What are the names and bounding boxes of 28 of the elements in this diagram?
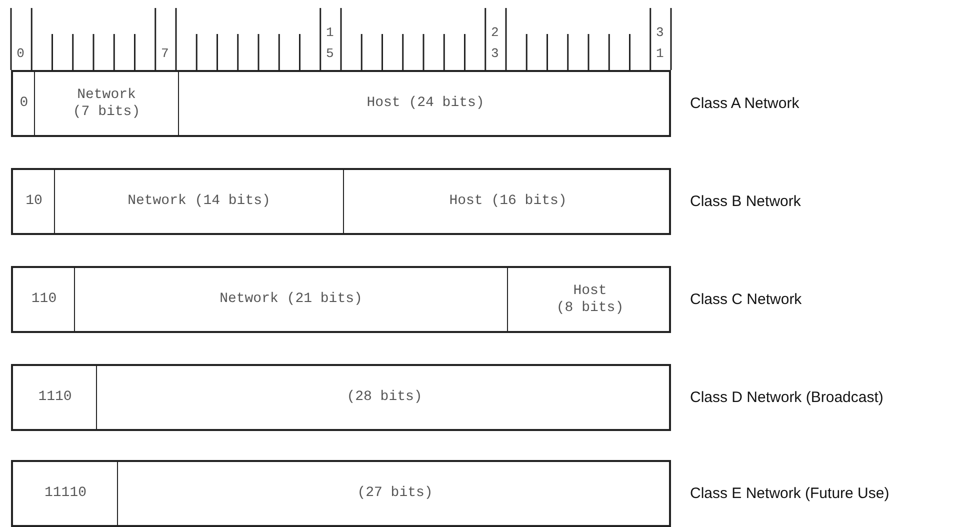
class-label: Class B Network (690, 193, 801, 210)
field-label: 1110 (38, 389, 72, 406)
bit-number: 23 (490, 24, 500, 64)
address-format-bar (11, 460, 671, 527)
field-label: 110 (31, 291, 57, 308)
bit-number: 15 (324, 24, 335, 64)
field-label: Host (8 bits) (555, 282, 625, 316)
field-label: 10 (26, 193, 42, 210)
class-label: Class A Network (690, 95, 800, 112)
field-label: Network (7 bits) (72, 86, 142, 120)
bit-number: 7 (160, 45, 170, 64)
field-label: (27 bits) (357, 485, 433, 502)
class-label: Class D Network (Broadcast) (690, 389, 884, 406)
class-label: Class C Network (690, 291, 802, 308)
bit-number: 31 (654, 24, 665, 64)
address-format-bar (11, 364, 671, 431)
bit-number: 0 (16, 45, 26, 64)
class-label: Class E Network (Future Use) (690, 485, 890, 502)
address-format-bar (11, 168, 671, 235)
field-label: (28 bits) (346, 389, 422, 406)
field-label: 11110 (44, 485, 86, 502)
field-label: Host (24 bits) (366, 95, 484, 112)
address-format-bar (11, 266, 671, 333)
address-format-bar (11, 70, 671, 137)
field-label: Network (14 bits) (128, 193, 270, 210)
field-label: Host (16 bits) (449, 193, 567, 210)
field-label: 0 (20, 95, 28, 112)
field-label: Network (21 bits) (220, 291, 362, 308)
